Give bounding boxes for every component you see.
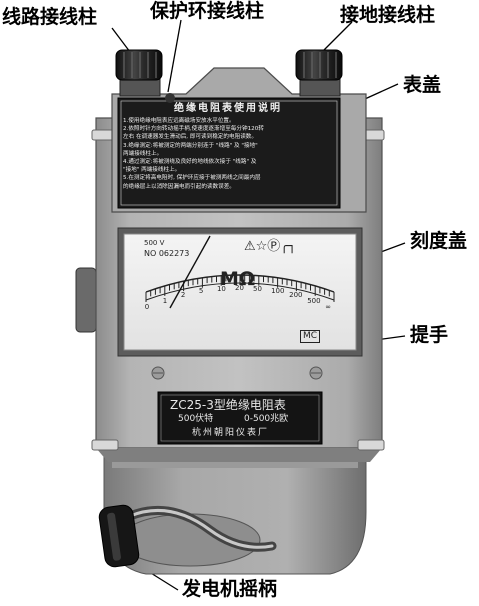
instruction-line: 2.依照时针方向转动摇手柄,使速度逐渐增至每分钟120转	[123, 126, 264, 133]
instruction-line: 3.绝缘测定:将被测定的两端分别连于 "线路" 及 "接地"	[123, 142, 258, 149]
instruction-line: 1.使用绝缘电阻表应远离磁场安放水平位置。	[123, 118, 235, 124]
scale-label: 1	[162, 296, 168, 305]
nameplate-maker: 杭州朝阳仪表厂	[192, 428, 270, 438]
scale-ticks	[145, 275, 335, 302]
dial-serial: NO 062273	[144, 249, 190, 258]
scale-label: 50	[253, 284, 262, 293]
scale-window	[117, 227, 363, 357]
meter-cover	[111, 67, 367, 213]
scale-label: 100	[271, 287, 285, 296]
label-earth-terminal: 接地接线柱	[340, 4, 436, 26]
nameplate-range: 0-500兆欧	[244, 414, 289, 424]
dial-unit: MΩ	[220, 268, 256, 290]
label-handle: 提手	[410, 324, 449, 346]
nameplate	[157, 391, 323, 445]
dial-pointer	[169, 235, 211, 309]
leader-guard-terminal	[167, 19, 182, 93]
scale-label: 0	[144, 303, 150, 312]
leader-earth-terminal	[321, 21, 353, 53]
dial-badge: MC	[300, 330, 321, 343]
scale-label: 20	[235, 284, 244, 292]
terminal-line	[115, 49, 163, 97]
instruction-line: 4.通过测定:将被测绕及良好的地线依次接于 "线路" 及	[123, 159, 257, 166]
nameplate-voltage: 500伏特	[178, 414, 214, 424]
scale-label: 5	[198, 287, 204, 296]
label-crank: 发电机摇柄	[182, 578, 278, 600]
scale-label: 10	[216, 284, 226, 293]
instruction-line: 5.在测定将高电阻时, 保护环应接于被测两线之间最内层	[123, 175, 261, 182]
scale-label: 200	[289, 291, 303, 300]
terminal-earth	[295, 49, 343, 97]
instruction-line: 的绝缘层上以消除因漏电而引起的读数误差。	[123, 183, 235, 190]
nameplate-model: ZC25-3型绝缘电阻表	[170, 398, 286, 412]
scale-label: 500	[307, 296, 321, 305]
instruction-line: 两端接线柱上。	[123, 150, 163, 157]
scale-label: 2	[180, 291, 186, 300]
instruction-line: "接地" 两端接线柱上。	[123, 167, 181, 174]
crank-handle	[98, 504, 277, 568]
label-line-terminal: 线路接线柱	[2, 6, 98, 28]
instruction-plate: 绝缘电阻表使用说明 1.使用绝缘电阻表应远离磁场安放水平位置。 2.依照时针方向…	[123, 99, 333, 203]
dial-voltage: 500 V	[144, 239, 165, 247]
dial-marks: ⚠☆Ⓟ╭┐	[244, 239, 296, 254]
label-scale-cover: 刻度盖	[410, 230, 468, 252]
instruction-title: 绝缘电阻表使用说明	[174, 103, 282, 114]
instruction-line: 左右 在调速器发生滑动后, 即可读到稳定的电阻读数。	[123, 134, 257, 141]
label-guard-terminal: 保护环接线柱	[150, 0, 265, 22]
scale-label: ∞	[325, 303, 332, 312]
terminal-guard	[165, 93, 175, 103]
label-cover: 表盖	[403, 74, 442, 96]
